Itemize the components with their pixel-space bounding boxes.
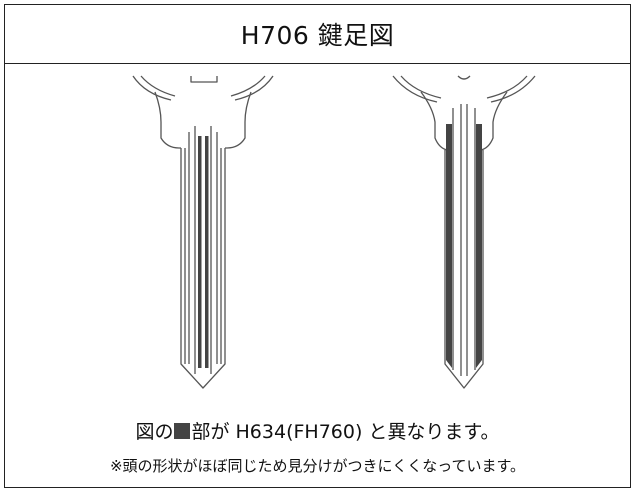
header-bar: H706 鍵足図 (5, 5, 630, 64)
page-title: H706 鍵足図 (240, 21, 395, 50)
figure-frame: H706 鍵足図 (4, 4, 631, 488)
caption-main: 図の部が H634(FH760) と異なります。 (5, 417, 630, 444)
caption-main-suffix: 部が H634(FH760) と異なります。 (191, 421, 500, 443)
key-right-drawing (392, 75, 536, 389)
caption-main-prefix: 図の (135, 421, 174, 443)
caption-note: ※頭の形状がほぼ同じため見分けがつきにくくなっています。 (109, 457, 526, 475)
key-left-drawing (132, 75, 274, 389)
filled-square-icon (174, 423, 191, 439)
key-right-grooves (446, 124, 482, 368)
key-figure (5, 64, 630, 404)
key-left-grooves (198, 136, 209, 368)
